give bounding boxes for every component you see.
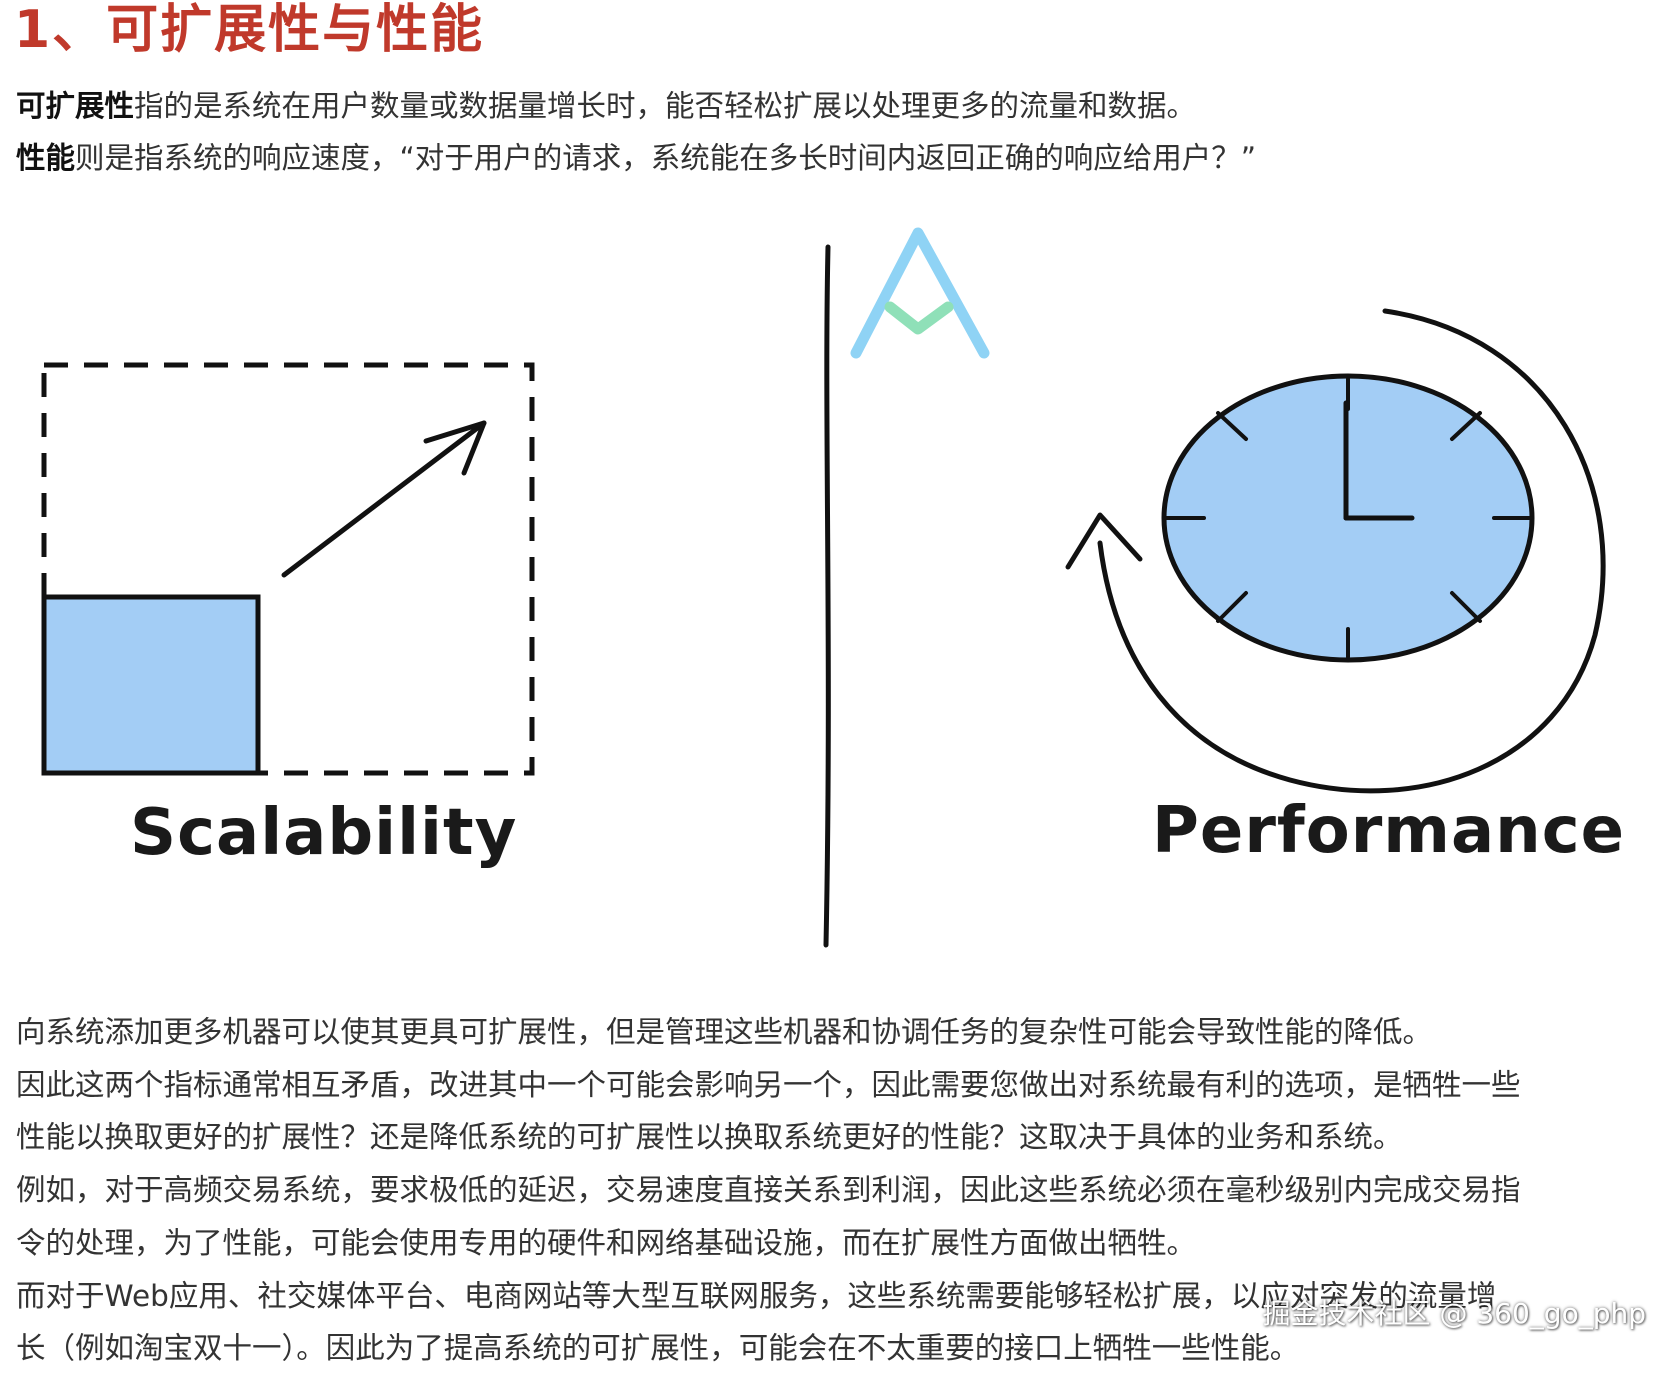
illustration-svg <box>41 227 1606 948</box>
body-paragraph-line: 长（例如淘宝双十一）。因此为了提高系统的可扩展性，可能会在不太重要的接口上牺牲一… <box>16 1331 1300 1366</box>
article-body: 向系统添加更多机器可以使其更具可扩展性，但是管理这些机器和协调任务的复杂性可能会… <box>16 1006 1656 1375</box>
scalability-label: Scalability <box>130 796 518 870</box>
clock-hands <box>1343 400 1415 521</box>
performance-definition: 性能则是指系统的响应速度，“对于用户的请求，系统能在多长时间内返回正确的响应给用… <box>16 138 1256 178</box>
filled-small-box <box>41 594 261 776</box>
brand-logo-icon <box>850 227 990 359</box>
scalability-definition: 可扩展性指的是系统在用户数量或数据量增长时，能否轻松扩展以处理更多的流量和数据。 <box>16 86 1196 126</box>
body-paragraph-line: 令的处理，为了性能，可能会使用专用的硬件和网络基础设施，而在扩展性方面做出牺牲。 <box>16 1225 1197 1260</box>
section-heading: 1、可扩展性与性能 <box>14 0 485 60</box>
source-watermark: 掘金技术社区 @ 360_go_php <box>1262 1297 1646 1330</box>
clock-tick-marks <box>1164 377 1532 659</box>
performance-definition-text: 则是指系统的响应速度，“对于用户的请求，系统能在多长时间内返回正确的响应给用户？… <box>75 141 1257 175</box>
performance-term: 性能 <box>16 141 76 175</box>
body-paragraph-line: 性能以换取更好的扩展性？还是降低系统的可扩展性以换取系统更好的性能？这取决于具体… <box>16 1120 1403 1155</box>
center-divider <box>823 244 831 948</box>
performance-label: Performance <box>1152 794 1626 868</box>
growth-arrow-icon <box>281 420 487 578</box>
dashed-expansion-box <box>41 362 535 776</box>
body-paragraph-line: 因此这两个指标通常相互矛盾，改进其中一个可能会影响另一个，因此需要您做出对系统最… <box>16 1067 1521 1102</box>
body-paragraph-line: 例如，对于高频交易系统，要求极低的延迟，交易速度直接关系到利润，因此这些系统必须… <box>16 1173 1521 1208</box>
body-paragraph-line: 而对于Web应用、社交媒体平台、电商网站等大型互联网服务，这些系统需要能够轻松扩… <box>16 1278 1497 1313</box>
scalability-vs-performance-illustration: Scalability Performance <box>0 225 1680 955</box>
scalability-definition-text: 指的是系统在用户数量或数据量增长时，能否轻松扩展以处理更多的流量和数据。 <box>134 89 1197 123</box>
refresh-arrow-icon <box>1065 308 1606 794</box>
scalability-term: 可扩展性 <box>16 89 135 123</box>
body-paragraph-line: 向系统添加更多机器可以使其更具可扩展性，但是管理这些机器和协调任务的复杂性可能会… <box>16 1015 1433 1049</box>
